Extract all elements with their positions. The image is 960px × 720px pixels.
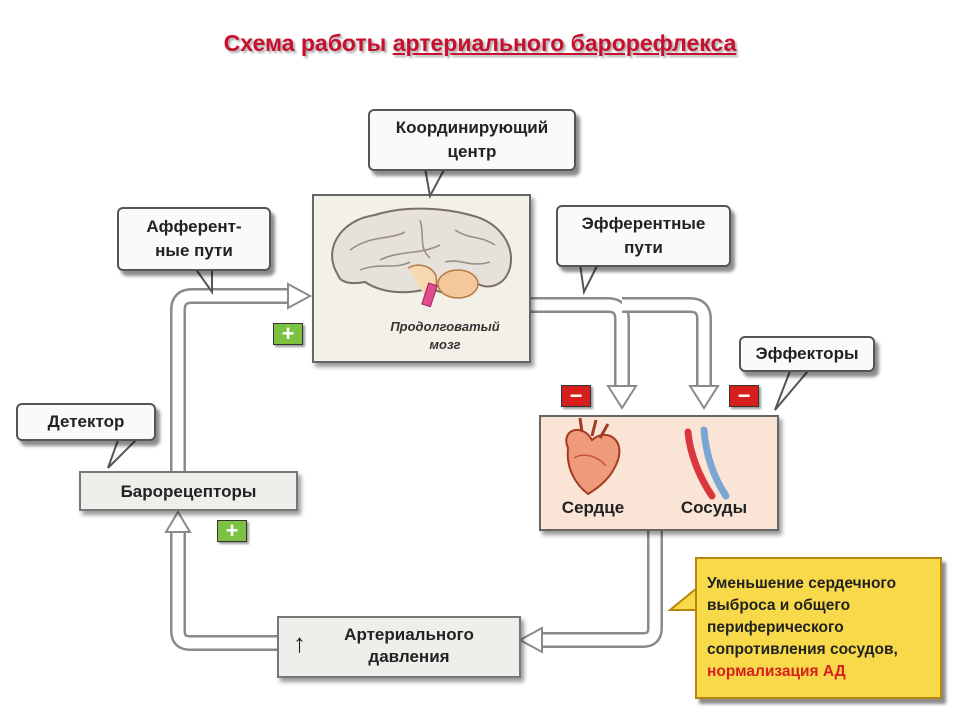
detector-callout: Детектор: [16, 403, 156, 441]
efferent-pointer: [578, 263, 600, 296]
outcome-box: Уменьшение сердечного выброса и общего п…: [695, 557, 942, 699]
afferent-arrow: [170, 282, 313, 475]
outcome-line3: периферического: [707, 619, 844, 636]
pressure-label: Артериального давления: [304, 624, 514, 668]
afferent-callout: Афферент- ные пути: [117, 207, 271, 271]
medulla-label: Продолговатый мозг: [360, 318, 530, 354]
effectors-pointer: [774, 370, 811, 411]
outcome-line4: сопротивления сосудов,: [707, 641, 898, 658]
title-prefix: Схема работы: [223, 30, 393, 56]
outcome-line2: выброса и общего: [707, 597, 851, 614]
coordinating-center-pointer: [423, 167, 447, 200]
effectors-label: Эффекторы: [755, 344, 859, 363]
pressure-line1: Артериального: [344, 625, 474, 644]
outcome-line5: нормализация АД: [707, 663, 846, 680]
coordinating-center-line1: Координирующий: [395, 118, 549, 137]
effector-to-pressure-arrow: [517, 528, 663, 654]
afferent-line2: ные пути: [155, 241, 233, 260]
vessels-label: Сосуды: [680, 498, 748, 517]
pressure-to-receptor-arrow: [164, 510, 278, 651]
pressure-box: [277, 616, 521, 678]
detector-label: Детектор: [47, 412, 125, 431]
medulla-line2: мозг: [429, 337, 461, 352]
outcome-pointer: [667, 585, 698, 611]
afferent-line1: Афферент-: [146, 217, 242, 236]
effectors-callout: Эффекторы: [739, 336, 875, 372]
coordinating-center-callout: Координирующий центр: [368, 109, 576, 171]
efferent-line1: Эфферентные: [581, 214, 706, 233]
outcome-line1: Уменьшение сердечного: [707, 575, 897, 592]
up-arrow-icon: ↑: [293, 628, 306, 658]
efferent-line2: пути: [624, 238, 663, 257]
pressure-line2: давления: [368, 647, 450, 666]
efferent-callout: Эфферентные пути: [556, 205, 731, 267]
plus-sign-receptor: +: [217, 520, 247, 542]
minus-sign-heart: −: [561, 385, 591, 407]
heart-icon: [565, 417, 621, 496]
medulla-line1: Продолговатый: [390, 319, 500, 334]
baroreceptors-box: [79, 471, 298, 511]
efferent-arrow-heart: [530, 297, 638, 410]
heart-label: Сердце: [561, 498, 625, 517]
vessels-icon: [684, 426, 730, 500]
detector-pointer: [107, 439, 139, 469]
page-title: Схема работы артериального барорефлекса: [0, 30, 960, 57]
title-highlight: артериального барорефлекса: [392, 30, 737, 56]
efferent-arrow-vessels: [622, 297, 720, 410]
plus-sign-afferent: +: [273, 323, 303, 345]
minus-sign-vessels: −: [729, 385, 759, 407]
brain-icon: [331, 207, 512, 308]
baroreceptors-label: Барорецепторы: [120, 482, 257, 501]
coordinating-center-line2: центр: [447, 142, 497, 161]
